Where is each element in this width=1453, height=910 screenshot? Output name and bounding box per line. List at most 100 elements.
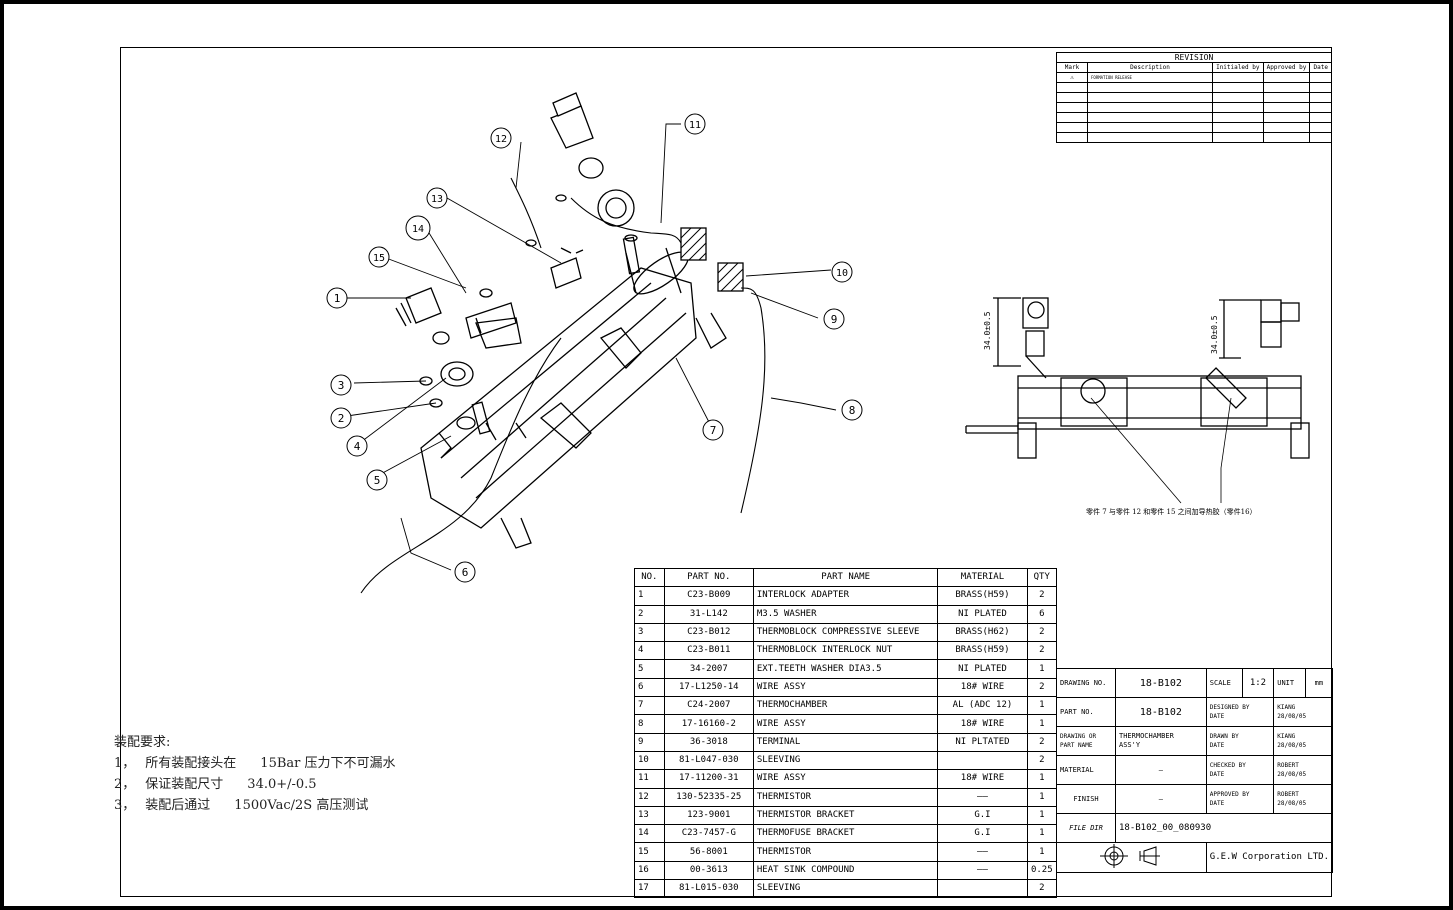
bom-no: 6 — [634, 677, 665, 698]
bom-material: —— — [937, 860, 1028, 881]
bom-part-no: C23-B012 — [663, 622, 754, 643]
bom-part-no: C23-B011 — [663, 641, 754, 661]
bom-part-name: THERMOFUSE BRACKET — [752, 824, 939, 844]
callout-6: 6 — [454, 561, 476, 583]
svg-text:3: 3 — [338, 379, 345, 392]
bom-material: BRASS(H59) — [937, 641, 1028, 661]
bom-part-name: M3.5 WASHER — [752, 604, 939, 624]
bom-part-name: THERMOBLOCK COMPRESSIVE SLEEVE — [752, 622, 939, 643]
side-dim-left: 34.0±0.5 — [983, 311, 992, 350]
rev-col-date: Date — [1309, 62, 1332, 73]
callout-14: 14 — [405, 215, 431, 241]
bom-no: 1 — [634, 586, 665, 606]
bom-part-no: 36-3018 — [663, 732, 754, 752]
tb-part-no-label: PART NO. — [1056, 697, 1116, 727]
bom-no: 7 — [634, 696, 665, 716]
bom-part-no: 81-L047-030 — [663, 750, 754, 771]
rev-col-description: Description — [1087, 62, 1213, 73]
bom-part-no: 00-3613 — [663, 860, 754, 881]
tb-file-dir-label: FILE DIR — [1056, 813, 1116, 843]
side-dim-right: 34.0±0.5 — [1210, 315, 1219, 354]
svg-text:8: 8 — [849, 404, 856, 417]
bom-material: 18# WIRE — [937, 769, 1028, 789]
bom-col-material: MATERIAL — [937, 567, 1028, 588]
tb-designed-label: DESIGNED BY DATE — [1205, 697, 1275, 727]
bom-material: NI PLATED — [937, 659, 1028, 679]
callout-8: 8 — [841, 399, 863, 421]
bom-material: NI PLATED — [937, 604, 1028, 624]
side-view — [965, 297, 1310, 504]
bom-qty: 1 — [1026, 769, 1058, 789]
svg-text:11: 11 — [689, 120, 701, 131]
callout-leaders — [346, 123, 837, 571]
callout-7: 7 — [702, 419, 724, 441]
bom-part-no: 17-11200-31 — [663, 769, 754, 789]
svg-text:7: 7 — [710, 424, 717, 437]
tb-scale-label: SCALE — [1205, 668, 1243, 698]
bom-qty: 1 — [1026, 824, 1058, 844]
bom-no: 10 — [634, 750, 665, 771]
notes-title: 装配要求: — [114, 735, 171, 750]
bom-qty: 1 — [1026, 696, 1058, 716]
bom-qty: 1 — [1026, 842, 1058, 862]
bom-part-name: THERMOBLOCK INTERLOCK NUT — [752, 641, 939, 661]
bom-qty: 1 — [1026, 805, 1058, 826]
callout-3: 3 — [330, 374, 352, 396]
callout-1: 1 — [326, 287, 348, 309]
drawing-sheet: 1 2 3 4 5 6 7 8 9 10 11 12 13 14 15 34.0… — [4, 4, 1449, 906]
svg-text:10: 10 — [836, 268, 848, 279]
bom-part-name: THERMOCHAMBER — [752, 696, 939, 716]
tb-drawing-name-label: DRAWING OR PART NAME — [1056, 726, 1116, 756]
bom-part-no: 31-L142 — [663, 604, 754, 624]
bom-part-name: WIRE ASSY — [752, 714, 939, 734]
bom-material — [937, 879, 1028, 899]
drawing-linework: 1 2 3 4 5 6 7 8 9 10 11 12 13 14 15 34.0… — [326, 92, 1310, 594]
callout-9: 9 — [823, 308, 845, 330]
revision-title: REVISION — [1056, 52, 1332, 63]
bom-material: NI PLTATED — [937, 732, 1028, 752]
tb-finish-label: FINISH — [1056, 784, 1116, 814]
tb-drawn-label: DRAWN BY DATE — [1205, 726, 1275, 756]
wire-leads — [360, 177, 766, 594]
tb-drawing-name: THERMOCHAMBER ASS'Y — [1115, 726, 1207, 756]
bom-qty: 0.25 — [1026, 860, 1058, 881]
bom-part-name: EXT.TEETH WASHER DIA3.5 — [752, 659, 939, 679]
callout-4: 4 — [346, 435, 368, 457]
bom-no: 15 — [634, 842, 665, 862]
hardware-parts — [395, 92, 635, 408]
tb-approved-label: APPROVED BY DATE — [1205, 784, 1275, 814]
bom-material — [937, 750, 1028, 771]
bom-qty: 2 — [1026, 677, 1058, 698]
tb-checked-by: ROBERT 28/08/05 — [1273, 755, 1333, 785]
bom-no: 16 — [634, 860, 665, 881]
tb-material: — — [1115, 755, 1207, 785]
bom-qty: 1 — [1026, 787, 1058, 807]
bom-col-part-name: PART NAME — [752, 567, 939, 588]
rev-col-mark: Mark — [1056, 62, 1088, 73]
bom-part-no: 34-2007 — [663, 659, 754, 679]
bom-material: BRASS(H59) — [937, 586, 1028, 606]
bom-part-name: HEAT SINK COMPOUND — [752, 860, 939, 881]
rev-col-approved: Approved by — [1262, 62, 1311, 73]
thermochamber-body — [420, 234, 727, 549]
bom-part-no: 56-8001 — [663, 842, 754, 862]
tb-part-no: 18-B102 — [1115, 697, 1207, 727]
tb-checked-label: CHECKED BY DATE — [1205, 755, 1275, 785]
bom-no: 8 — [634, 714, 665, 734]
bom-no: 2 — [634, 604, 665, 624]
bom-material: —— — [937, 787, 1028, 807]
